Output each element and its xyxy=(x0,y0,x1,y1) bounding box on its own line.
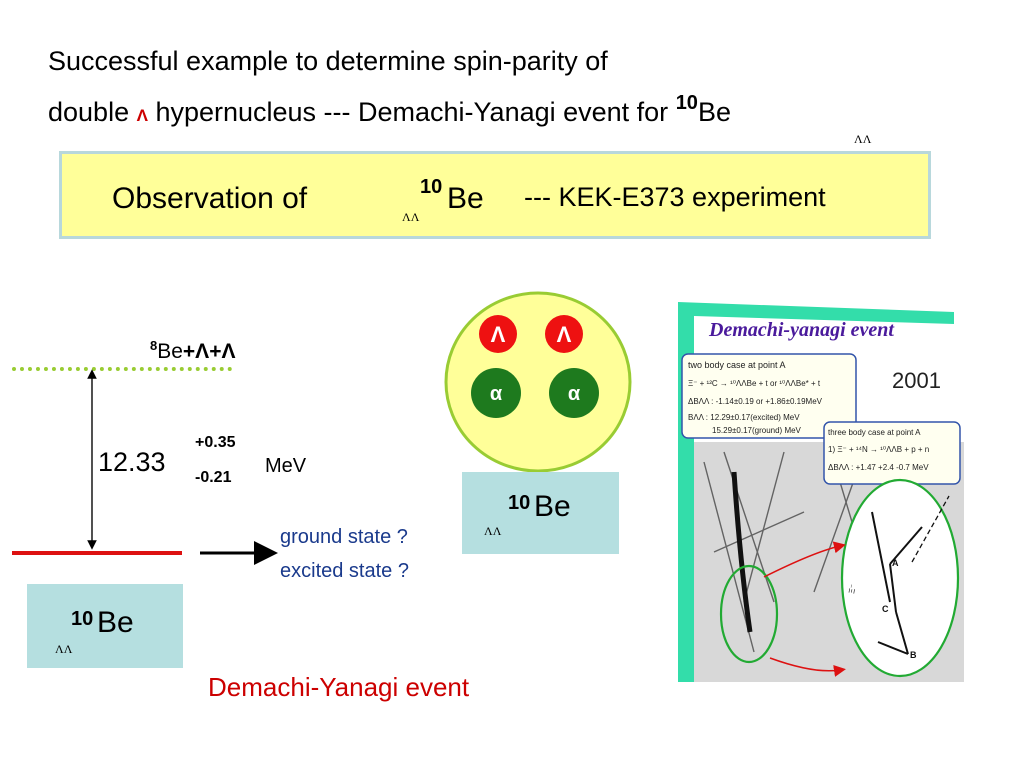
binding-energy-value: 12.33 xyxy=(98,447,166,477)
threshold-element: Be xyxy=(157,340,183,363)
three-body-reaction: 1) Ξ⁻ + ¹⁴N → ¹⁰ΛΛB + p + n xyxy=(828,445,929,454)
ground-state-question: ground state ? xyxy=(280,526,408,548)
title-mass-number: 10 xyxy=(675,92,698,114)
alpha-particle-1 xyxy=(471,368,521,418)
right-nucleus-box: 10 Be ΛΛ xyxy=(462,472,619,554)
binding-unit: MeV xyxy=(265,455,307,477)
right-element: Be xyxy=(534,490,571,523)
lambda-label-1: Λ xyxy=(491,322,506,347)
alpha-label-2: α xyxy=(568,383,581,405)
observation-mass-number: 10 xyxy=(420,176,443,198)
zoom-dashed-track xyxy=(911,495,950,563)
two-body-B1: BΛΛ : 12.29±0.17(excited) MeV xyxy=(688,413,800,422)
zoom-tracks xyxy=(871,511,923,655)
binding-error-minus: -0.21 xyxy=(195,469,232,486)
observation-ll-subscript: ΛΛ xyxy=(402,210,420,224)
two-body-B2: 15.29±0.17(ground) MeV xyxy=(712,426,802,435)
vertex-circle-small xyxy=(719,564,779,664)
title-ll-subscript: ΛΛ xyxy=(854,132,872,146)
left-element: Be xyxy=(97,606,134,639)
observation-experiment: --- KEK-E373 experiment xyxy=(524,182,826,212)
vertex-zoom-circle xyxy=(840,478,960,678)
title-double: double xyxy=(48,97,137,127)
ground-level-line xyxy=(12,551,182,555)
right-ll-subscript: ΛΛ xyxy=(484,524,502,538)
two-body-dB: ΔBΛΛ : -1.14±0.19 or +1.86±0.19MeV xyxy=(688,397,823,406)
threshold-lambdas: +Λ+Λ xyxy=(182,340,236,363)
three-body-dB: ΔBΛΛ : +1.47 +2.4 -0.7 MeV xyxy=(828,463,929,472)
slide-title: Successful example to determine spin-par… xyxy=(48,40,871,146)
alpha-label-1: α xyxy=(490,383,503,405)
emulsion-photo: Demachi-yanagi event 2001 two body case … xyxy=(664,302,964,682)
binding-error-plus: +0.35 xyxy=(195,434,236,451)
threshold-mass: 8 xyxy=(150,338,158,353)
excited-state-question: excited state ? xyxy=(280,560,409,582)
zoom-arrow-bottom xyxy=(769,657,846,677)
xi-track-label: Ξ⁻ xyxy=(847,584,857,595)
left-mass-number: 10 xyxy=(71,608,94,630)
threshold-label: 8Be+Λ+Λ xyxy=(150,338,235,364)
right-mass-number: 10 xyxy=(508,492,531,514)
title-lambda: Λ xyxy=(136,106,148,125)
left-nucleus-box: 10 Be ΛΛ xyxy=(27,584,183,668)
three-body-title: three body case at point A xyxy=(828,428,921,437)
photo-year: 2001 xyxy=(892,368,941,393)
observation-banner: Observation of 10 Be ΛΛ --- KEK-E373 exp… xyxy=(59,151,931,239)
lambda-label-2: Λ xyxy=(557,322,572,347)
nucleus-cartoon: Λ Λ α α xyxy=(444,291,632,473)
two-body-panel xyxy=(681,353,857,439)
alpha-particle-2 xyxy=(549,368,599,418)
photo-heading: Demachi-yanagi event xyxy=(708,319,895,341)
vertex-label-B: B xyxy=(910,650,917,660)
zoom-arrow-top xyxy=(763,541,846,578)
threshold-level-line xyxy=(12,367,232,371)
title-line-1: Successful example to determine spin-par… xyxy=(48,46,608,76)
title-hypernucleus: hypernucleus --- Demachi-Yanagi event fo… xyxy=(147,97,676,127)
vertex-label-A: A xyxy=(892,558,899,568)
main-track xyxy=(731,471,753,633)
observation-element: Be xyxy=(447,182,484,215)
title-line-2: double Λ hypernucleus --- Demachi-Yanagi… xyxy=(48,82,871,146)
lambda-particle-1 xyxy=(479,315,517,353)
event-caption: Demachi-Yanagi event xyxy=(208,672,470,702)
observation-prefix: Observation of xyxy=(112,182,308,215)
vertex-label-C: C xyxy=(882,604,889,614)
left-ll-subscript: ΛΛ xyxy=(55,642,73,656)
lambda-particle-2 xyxy=(545,315,583,353)
two-body-reaction: Ξ⁻ + ¹²C → ¹⁰ΛΛBe + t or ¹⁰ΛΛBe* + t xyxy=(688,379,821,388)
title-element: Be xyxy=(697,97,731,127)
two-body-title: two body case at point A xyxy=(688,360,786,370)
